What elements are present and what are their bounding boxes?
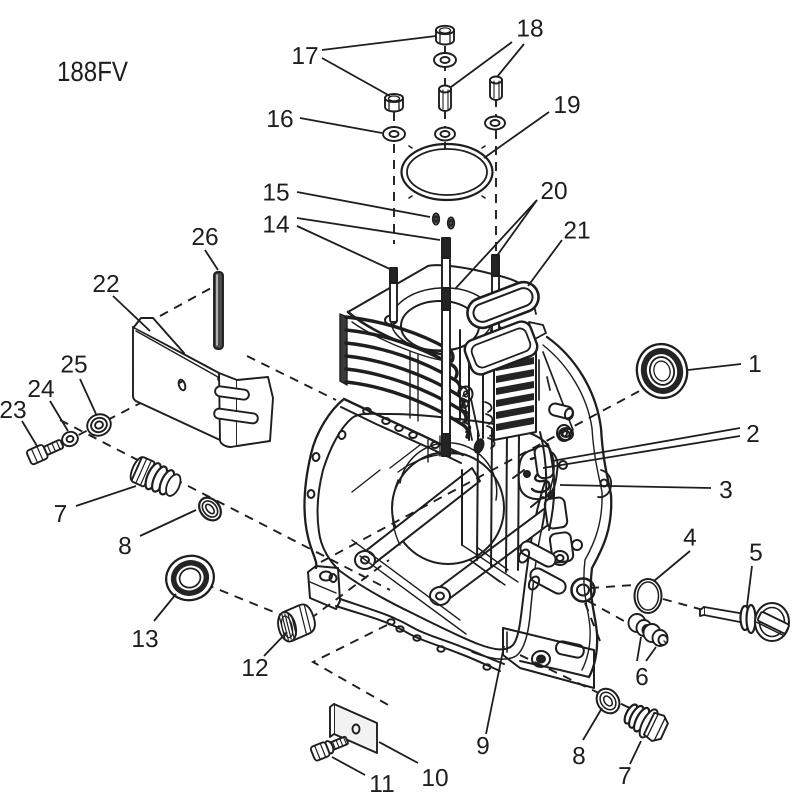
svg-text:9: 9 (476, 733, 490, 760)
svg-text:17: 17 (291, 43, 318, 70)
svg-text:15: 15 (262, 180, 289, 207)
svg-text:20: 20 (540, 178, 567, 205)
svg-text:8: 8 (572, 743, 586, 770)
svg-text:16: 16 (266, 106, 293, 133)
svg-text:188FV: 188FV (57, 56, 128, 87)
svg-text:4: 4 (683, 525, 697, 552)
svg-text:1: 1 (748, 351, 762, 378)
svg-text:12: 12 (241, 655, 268, 682)
svg-text:25: 25 (60, 352, 87, 379)
svg-text:26: 26 (191, 224, 218, 251)
svg-text:6: 6 (635, 664, 649, 691)
svg-text:10: 10 (421, 765, 448, 792)
svg-text:7: 7 (54, 501, 68, 528)
svg-text:13: 13 (131, 626, 158, 653)
svg-text:14: 14 (262, 212, 289, 239)
svg-text:2: 2 (746, 421, 760, 448)
svg-text:3: 3 (719, 477, 733, 504)
svg-text:11: 11 (369, 771, 394, 795)
svg-text:23: 23 (0, 397, 27, 424)
svg-text:7: 7 (618, 763, 632, 790)
svg-text:21: 21 (563, 218, 590, 245)
svg-text:22: 22 (92, 271, 119, 298)
svg-text:19: 19 (553, 92, 580, 119)
svg-text:24: 24 (27, 376, 54, 403)
svg-text:18: 18 (516, 16, 543, 43)
svg-text:8: 8 (118, 533, 132, 560)
svg-text:5: 5 (749, 540, 763, 567)
